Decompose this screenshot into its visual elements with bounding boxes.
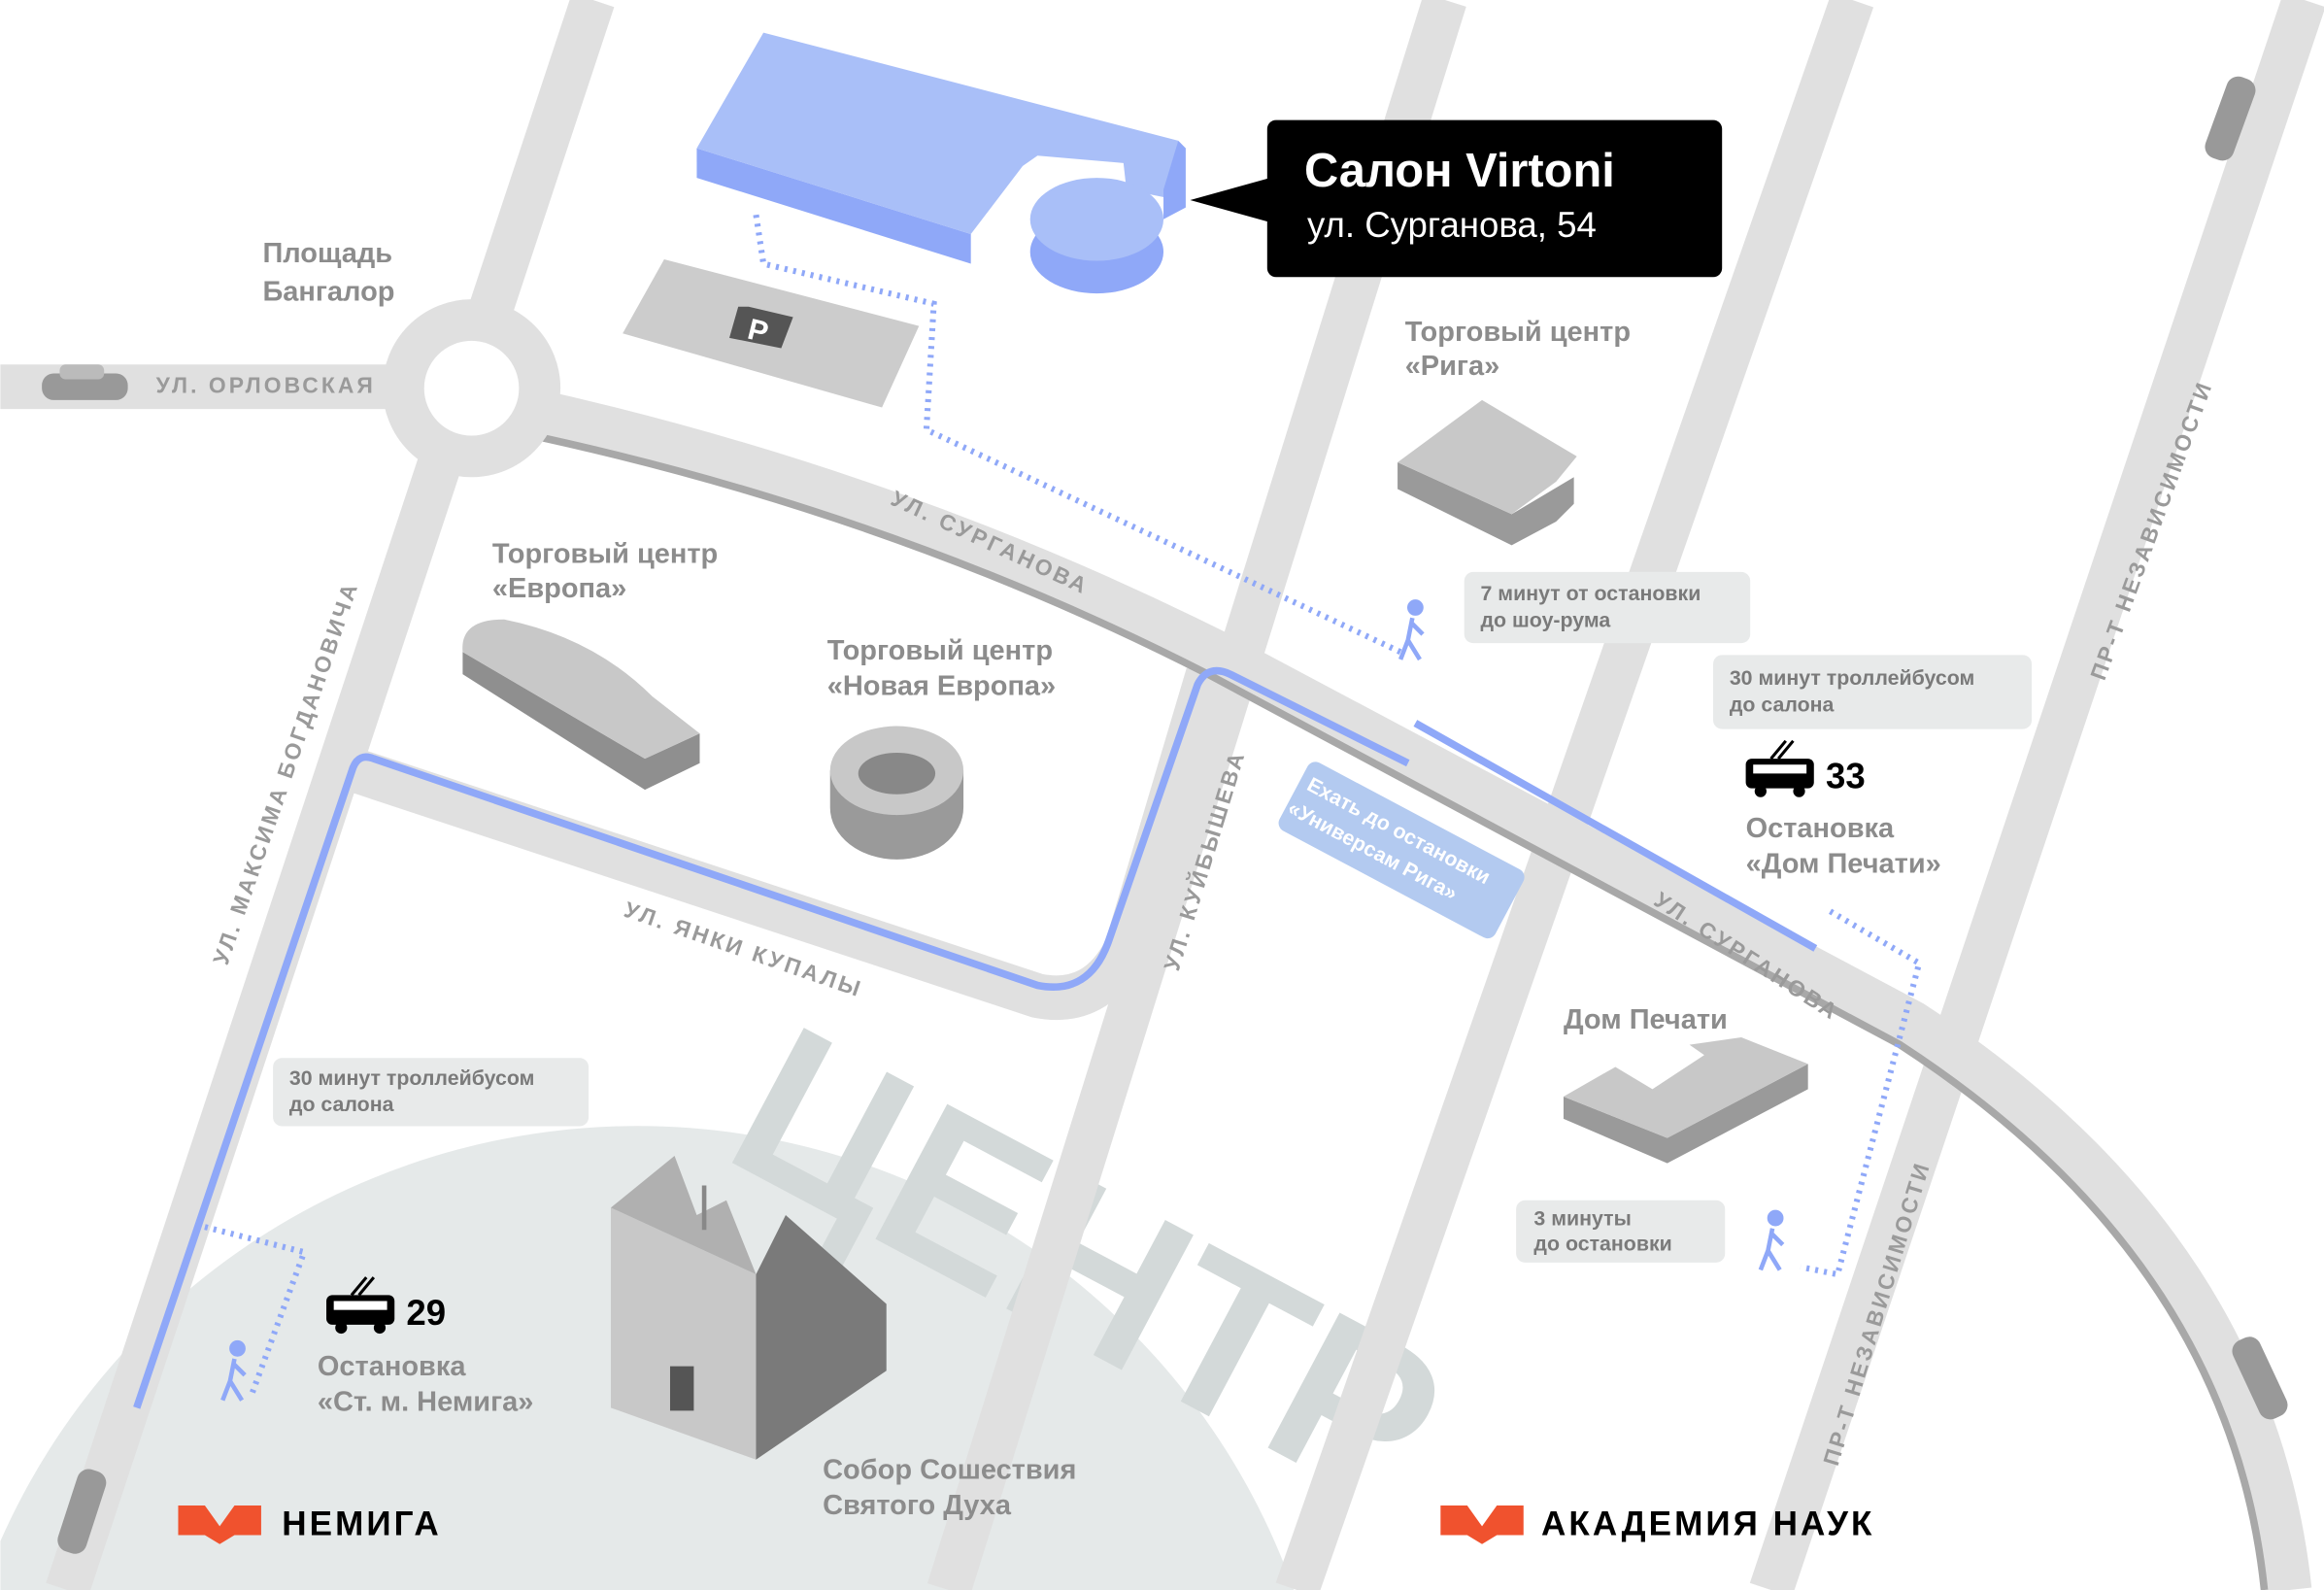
- label-riga: Торговый центр«Рига»: [1405, 317, 1631, 382]
- road-kupaly: [349, 667, 1229, 1021]
- salon-virtoni-building: [696, 32, 1186, 294]
- trolleybus-icon: [326, 1276, 395, 1335]
- road-middle: [1275, 0, 1874, 1590]
- salon-callout: Салон Virtoni ул. Сурганова, 54: [1190, 119, 1723, 278]
- pedestrian-icon: [1398, 599, 1425, 661]
- pedestrian-icon: [1758, 1209, 1785, 1271]
- street-nezavisimosti: ПР-Т НЕЗАВИСИМОСТИ: [1818, 1158, 1935, 1469]
- svg-text:Остановка«Дом Печати»: Остановка«Дом Печати»: [1746, 813, 1941, 880]
- building-dom-pechati: [1563, 1036, 1808, 1164]
- metro-akademiya-label: АКАДЕМИЯ НАУК: [1541, 1505, 1874, 1543]
- metro-icon: [1440, 1505, 1524, 1544]
- metro-akademiya-nauk: АКАДЕМИЯ НАУК: [1440, 1505, 1874, 1544]
- car-icon: [57, 1469, 107, 1554]
- building-cathedral: [610, 1155, 887, 1460]
- metro-nemiga: НЕМИГА: [178, 1505, 441, 1544]
- stop-dom-pechati: 33 Остановка«Дом Печати»: [1745, 739, 1941, 880]
- route-number: 33: [1826, 757, 1866, 796]
- trolley-route-33: [1413, 720, 1818, 952]
- stop-nemiga: 29 Остановка«Ст. м. Немига»: [318, 1276, 533, 1418]
- building-europa: [462, 619, 700, 791]
- building-new-europa: [829, 726, 964, 860]
- road-bogdanovicha: [46, 0, 615, 1590]
- metro-icon: [178, 1505, 261, 1544]
- label-dom-pechati: Дом Печати: [1564, 1004, 1728, 1035]
- route-number: 29: [406, 1293, 446, 1333]
- street-orlovskaya: УЛ. ОРЛОВСКАЯ: [156, 372, 376, 397]
- trolley-route-29: [133, 666, 1410, 1409]
- roundabout: [383, 299, 561, 478]
- label-europa: Торговый центр«Европа»: [492, 539, 718, 604]
- svg-text:Остановка«Ст. м. Немига»: Остановка«Ст. м. Немига»: [318, 1351, 533, 1418]
- walk-path-salon: [753, 214, 1402, 656]
- car-icon: [2232, 1336, 2288, 1420]
- road-surganova: [514, 386, 2312, 1590]
- building-riga: [1398, 399, 1577, 546]
- pedestrian-icon: [220, 1339, 247, 1402]
- car-icon: [2205, 76, 2256, 161]
- metro-nemiga-label: НЕМИГА: [282, 1505, 441, 1543]
- label-new-europa: Торговый центр«Новая Европа»: [827, 635, 1056, 702]
- salon-name: Салон Virtoni: [1304, 145, 1615, 197]
- parking-lot: P: [623, 258, 920, 408]
- road-nezavisimosti: [1749, 0, 2324, 1590]
- salon-address: ул. Сурганова, 54: [1307, 205, 1597, 245]
- car-icon: [42, 364, 128, 400]
- trolleybus-icon: [1745, 739, 1814, 797]
